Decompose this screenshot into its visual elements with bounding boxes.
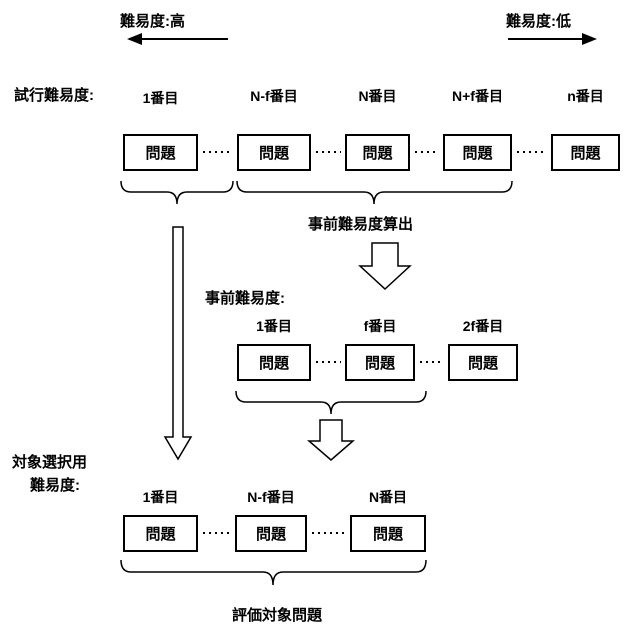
problem-box: 問題 (237, 344, 311, 381)
problem-box: 問題 (235, 515, 307, 552)
problem-box: 問題 (123, 515, 198, 552)
selection-label-line1: 対象選択用 (12, 454, 88, 471)
problem-box: 問題 (237, 134, 311, 171)
order-label: n番目 (567, 88, 604, 104)
order-label: 1番目 (142, 489, 179, 505)
order-label: N番目 (358, 88, 397, 104)
brace-trial-first (120, 180, 234, 205)
brace-trial-middle (236, 180, 513, 205)
selection-label-line2: 難易度: (30, 477, 80, 494)
order-label: N-f番目 (247, 489, 295, 505)
brace-selection (120, 559, 427, 586)
order-label: f番目 (363, 318, 397, 334)
order-label: 2f番目 (462, 318, 504, 334)
block-arrow-vertical-long (163, 226, 193, 461)
prior-difficulty-label: 事前難易度: (205, 290, 285, 307)
problem-box: 問題 (345, 134, 410, 171)
order-label: N-f番目 (250, 88, 298, 104)
problem-box: 問題 (443, 134, 512, 171)
problem-box: 問題 (448, 344, 518, 381)
arrow-difficulty-high (127, 33, 228, 45)
prior-calc-label: 事前難易度算出 (308, 216, 414, 233)
problem-box: 問題 (350, 515, 426, 552)
difficulty-low-label: 難易度:低 (506, 13, 571, 30)
evaluation-target-label: 評価対象問題 (232, 607, 323, 624)
problem-box: 問題 (345, 344, 415, 381)
order-label: N+f番目 (452, 88, 503, 104)
block-arrow-selection (306, 419, 356, 461)
order-label: N番目 (368, 489, 408, 505)
difficulty-high-label: 難易度:高 (120, 13, 185, 30)
block-arrow-prior-calc (358, 242, 412, 291)
brace-prior (235, 390, 427, 415)
arrow-difficulty-low (508, 33, 597, 45)
problem-box: 問題 (123, 134, 198, 171)
trial-difficulty-label: 試行難易度: (14, 87, 94, 104)
problem-box: 問題 (551, 134, 620, 171)
order-label: 1番目 (256, 318, 292, 334)
order-label: 1番目 (142, 90, 179, 106)
